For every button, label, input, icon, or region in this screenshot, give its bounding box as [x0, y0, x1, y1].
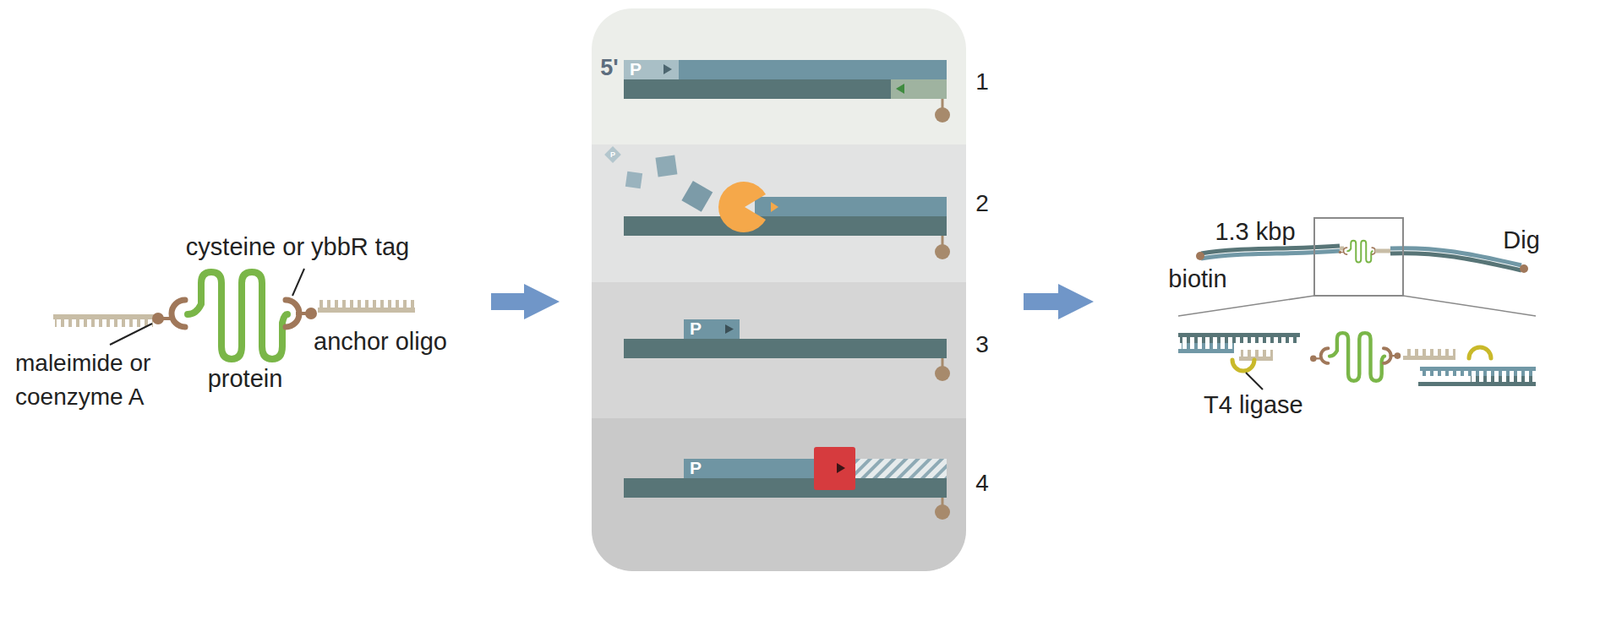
dna-construct [1178, 218, 1536, 317]
oligo-label: anchor oligo [313, 327, 448, 356]
end-label: biotin [1168, 265, 1227, 294]
step-2-digestion [604, 146, 951, 260]
step-number: 2 [975, 190, 989, 218]
length-label: 1.3 kbp [1214, 218, 1295, 246]
end-label: 5' [600, 54, 618, 82]
phosphate-label: P [629, 59, 642, 80]
flow-arrow [491, 283, 560, 320]
end-label: Dig [1502, 226, 1540, 255]
phosphate-label: P [610, 150, 616, 159]
phosphate-label: P [689, 318, 702, 339]
step-3-primer [623, 319, 951, 382]
step-number: 1 [975, 68, 989, 96]
enzyme-label: T4 ligase [1203, 391, 1304, 420]
linker-label: maleimide or coenzyme A [15, 346, 189, 415]
protein-label: protein [207, 365, 284, 394]
phosphate-label: P [689, 458, 702, 479]
tag-label: cysteine or ybbR tag [185, 233, 410, 262]
step-number: 4 [975, 469, 989, 497]
step-panel [591, 8, 967, 572]
ligation-zoom [1178, 333, 1536, 390]
step-number: 3 [975, 331, 989, 359]
flow-arrow [1023, 283, 1094, 320]
step-1-strands [623, 60, 951, 123]
step-4-extension [623, 447, 951, 520]
